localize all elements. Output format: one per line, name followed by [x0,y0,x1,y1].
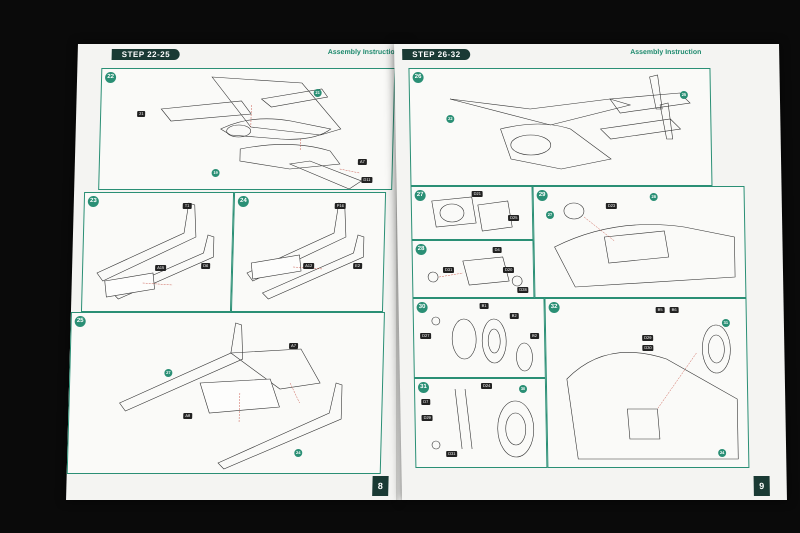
panel-step-31: 31 D7 D29 D31 D24 30 [413,378,548,468]
panel-step-30: 30 B1 D27 B2 B2 [412,298,546,378]
cockpit-installation-diagram [554,202,736,288]
part-tag: A7 [288,343,299,349]
part-tag: B1 [479,303,489,309]
callout-circle: 31 [721,319,730,327]
wheel-installation-diagram [566,324,739,460]
aircraft-fuselage-diagram [160,76,363,189]
callout-circle: 28 [649,193,658,201]
panel-step-25: 25 A7 A9 27 24 [66,312,385,474]
panel-step-29: 29 D23 27 28 [532,186,747,298]
part-tag: D11 [361,177,373,183]
step-header-right: STEP 26-32 [402,49,471,60]
part-tag: D4 [492,247,502,253]
cockpit-parts-diagram [427,256,523,287]
part-tag: D31 [442,267,455,273]
step-header-left: STEP 22-25 [111,49,181,60]
part-tag: D27 [420,333,432,339]
tailplane-assembly-diagram [119,322,343,470]
right-page: STEP 26-32 Assembly Instruction 26 22 25… [394,44,787,500]
part-tag: D29 [642,335,654,341]
panel-step-24: 24 P16 A12 E2 [230,192,387,312]
part-tag: D29 [421,415,433,421]
part-tag: D31 [446,451,458,457]
wheel-assembly-diagram [431,316,533,372]
panel-step-26: 26 22 25 [408,68,713,186]
part-tag: D7 [421,399,431,405]
part-tag: A12 [303,263,315,269]
part-tag: A15 [155,265,167,271]
part-tag: D23 [605,203,618,209]
part-tag: B6 [669,307,679,313]
part-tag: A7 [357,159,367,165]
tail-boom-diagram [96,202,215,300]
part-tag: D20 [502,267,515,273]
page-number-left: 8 [372,476,389,496]
assembly-title-right: Assembly Instruction [630,49,702,56]
part-tag: T1 [182,203,192,209]
part-tag: D30 [642,345,654,351]
panel-step-23: 23 T1 A15 D6 [80,192,235,312]
panel-step-27: 27 D21 D25 [410,186,534,240]
panel-step-22: 22 21 A7 D11 21 19 [98,68,396,190]
tail-boom-diagram [246,202,365,300]
part-tag: B2 [530,333,540,339]
part-tag: D6 [201,263,211,269]
part-tag: B5 [655,307,665,313]
left-page: STEP 22-25 Assembly Instruction 22 21 A7… [66,44,408,500]
assembly-title-left: Assembly Instruction [327,49,400,56]
engine-parts-diagram [431,196,513,232]
part-tag: D24 [480,383,493,389]
callout-circle: 24 [718,449,727,457]
callout-circle: 25 [679,91,688,99]
callout-circle: 27 [545,211,555,219]
panel-step-32: 32 B5 B6 D29 D30 31 24 [544,298,750,468]
part-tag: P16 [334,203,346,209]
landing-gear-diagram [431,388,535,458]
aircraft-top-view-diagram [449,74,691,170]
part-tag: E2 [353,263,363,269]
part-tag: A9 [183,413,193,419]
callout-circle: 30 [518,385,528,393]
part-tag: B2 [509,313,519,319]
part-tag: 21 [137,111,146,117]
part-tag: D28 [517,287,529,293]
page-number-right: 9 [753,476,770,496]
panel-step-28: 28 D4 D31 D20 D28 [411,240,535,298]
part-tag: D25 [508,215,520,221]
callout-circle: 22 [446,115,455,123]
part-tag: D21 [471,191,484,197]
